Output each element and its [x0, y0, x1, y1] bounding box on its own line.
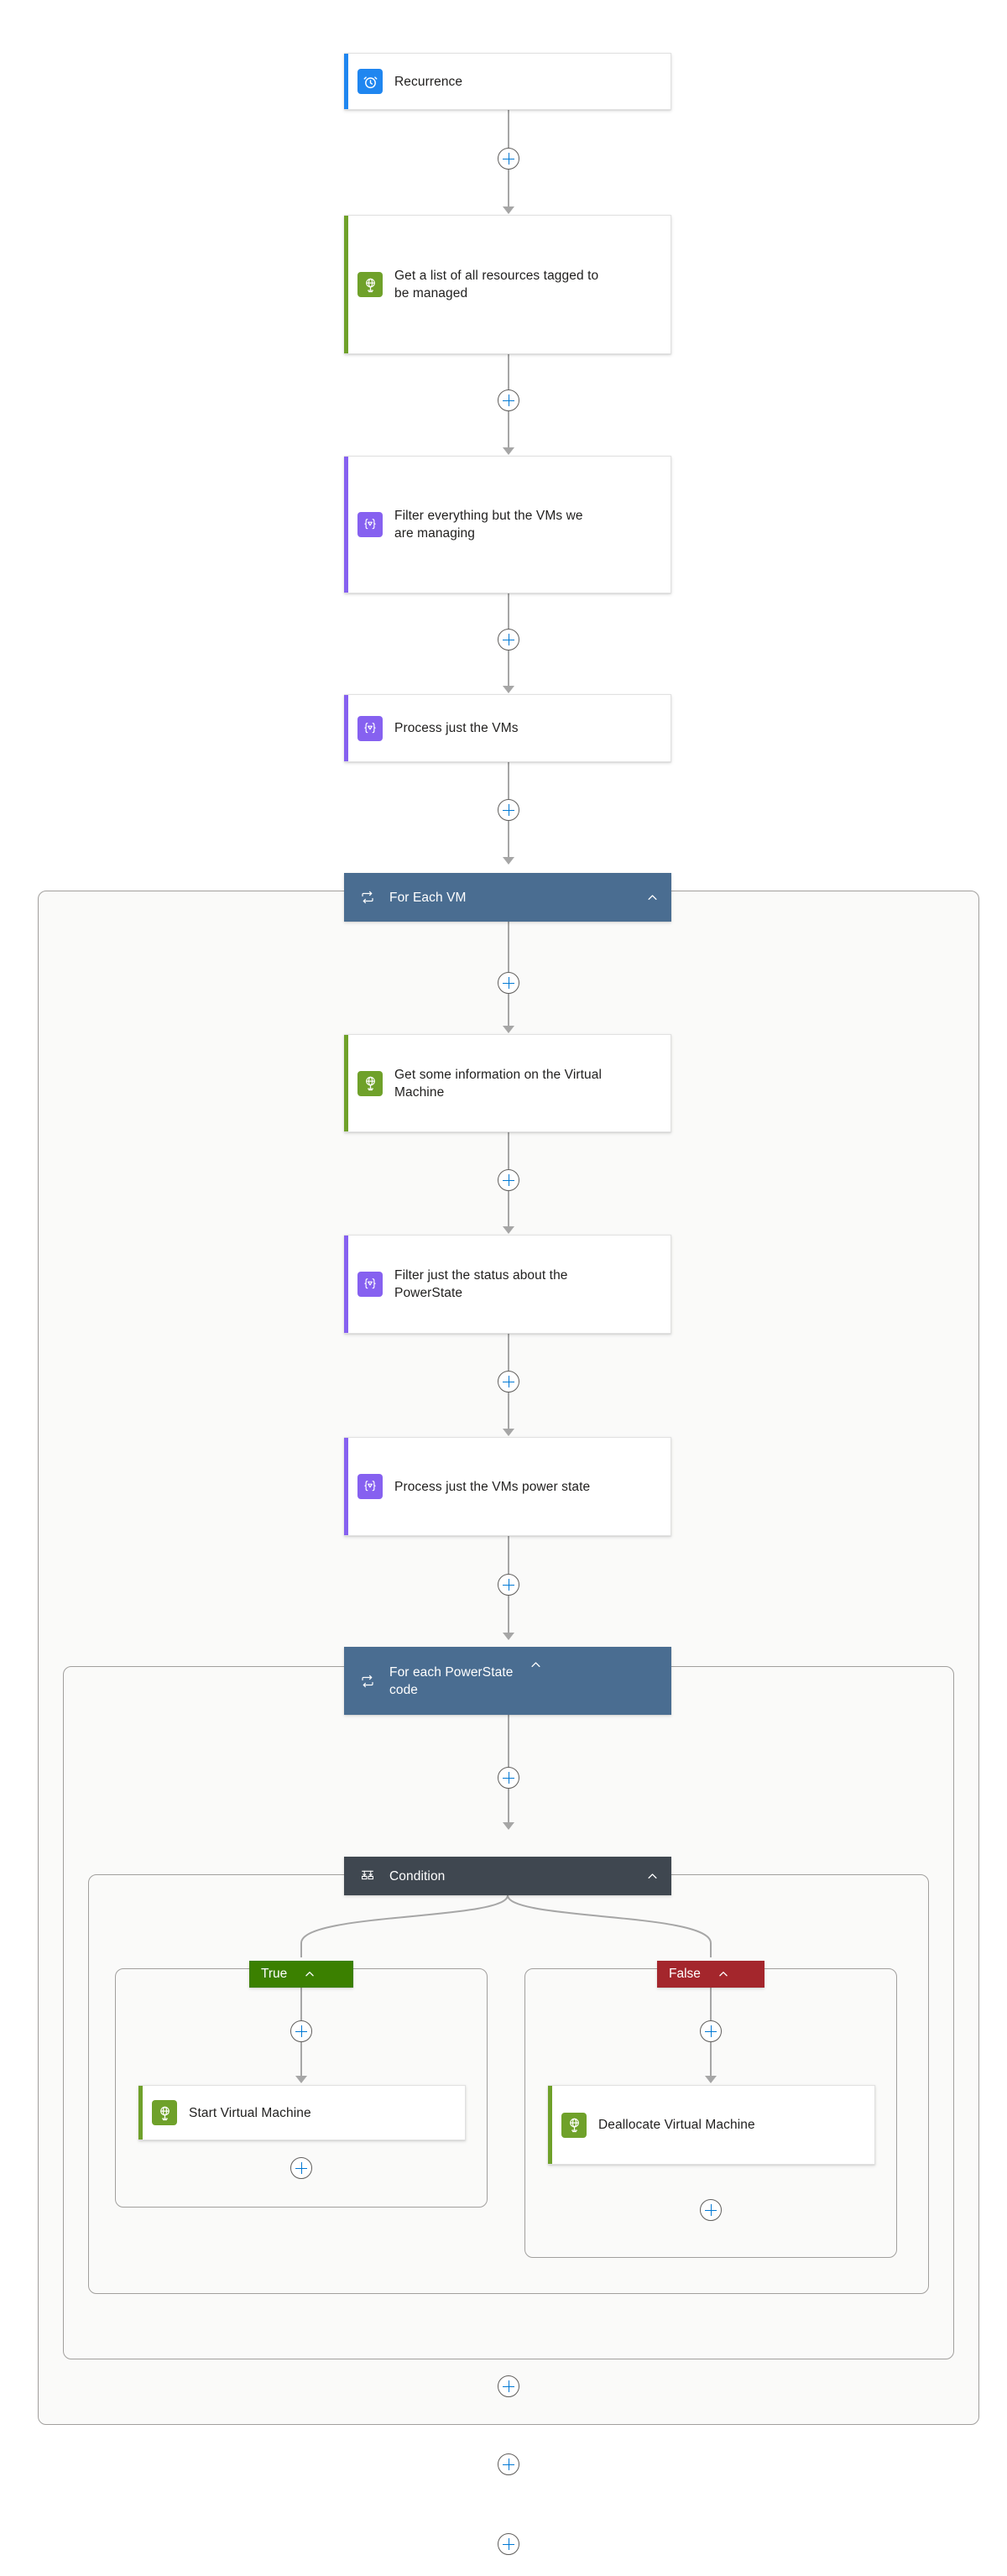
- add-step-button-9[interactable]: [498, 1767, 519, 1789]
- card-accent-bar: [344, 1236, 348, 1333]
- http-globe-icon: [561, 2112, 587, 2138]
- action-card-label: Get some information on the Virtual Mach…: [394, 1067, 603, 1100]
- alarm-clock-icon: [357, 69, 383, 94]
- scope-header-condition[interactable]: Condition: [344, 1857, 671, 1895]
- add-step-button-powerstate-scope-end[interactable]: [498, 2375, 519, 2397]
- scope-header-label: For each PowerState code: [389, 1664, 514, 1697]
- loop-icon: [357, 887, 378, 907]
- action-card-label: Filter everything but the VMs we are man…: [394, 509, 583, 541]
- action-card-label: Recurrence: [394, 74, 463, 89]
- chevron-up-icon[interactable]: [644, 1868, 660, 1884]
- card-accent-bar: [344, 216, 348, 353]
- action-card-filter-powerstate[interactable]: Filter just the status about the PowerSt…: [344, 1235, 671, 1334]
- add-step-button-6[interactable]: [498, 1169, 519, 1191]
- condition-branch-icon: [357, 1866, 378, 1886]
- query-braces-icon: [357, 1474, 383, 1499]
- scope-header-label: Condition: [389, 1868, 446, 1884]
- card-accent-bar: [138, 2086, 143, 2140]
- chevron-up-icon[interactable]: [716, 1967, 731, 1982]
- branch-badge-true[interactable]: True: [249, 1961, 353, 1988]
- card-accent-bar: [344, 1438, 348, 1535]
- scope-header-label: For Each VM: [389, 890, 467, 905]
- action-card-get-vm-info[interactable]: Get some information on the Virtual Mach…: [344, 1034, 671, 1132]
- add-step-button-false-bottom[interactable]: [700, 2199, 722, 2221]
- card-accent-bar: [548, 2086, 552, 2164]
- action-card-label: Start Virtual Machine: [189, 2105, 311, 2120]
- add-step-button-2[interactable]: [498, 389, 519, 411]
- add-step-button-foreachvm-scope-end[interactable]: [498, 2453, 519, 2475]
- add-step-button-7[interactable]: [498, 1371, 519, 1393]
- chevron-up-icon[interactable]: [644, 890, 660, 905]
- card-accent-bar: [344, 54, 348, 109]
- add-step-button-false-top[interactable]: [700, 2020, 722, 2042]
- add-step-button-workflow-end[interactable]: [498, 2533, 519, 2555]
- loop-icon: [357, 1671, 378, 1691]
- action-card-start-vm[interactable]: Start Virtual Machine: [138, 2085, 466, 2140]
- card-accent-bar: [344, 457, 348, 593]
- add-step-button-true-top[interactable]: [290, 2020, 312, 2042]
- chevron-up-icon[interactable]: [528, 1657, 543, 1672]
- action-card-label: Process just the VMs power state: [394, 1479, 591, 1494]
- action-card-filter-vms[interactable]: Filter everything but the VMs we are man…: [344, 456, 671, 593]
- query-braces-icon: [357, 1272, 383, 1297]
- http-globe-icon: [357, 1070, 383, 1096]
- add-step-button-8[interactable]: [498, 1574, 519, 1596]
- action-card-label: Deallocate Virtual Machine: [598, 2118, 755, 2132]
- add-step-button-true-bottom[interactable]: [290, 2157, 312, 2179]
- query-braces-icon: [357, 512, 383, 537]
- action-card-process-vms[interactable]: Process just the VMs: [344, 694, 671, 762]
- branch-badge-false[interactable]: False: [657, 1961, 764, 1988]
- branch-badge-label: True: [261, 1967, 288, 1981]
- action-card-label: Filter just the status about the PowerSt…: [394, 1268, 568, 1300]
- action-card-deallocate-vm[interactable]: Deallocate Virtual Machine: [548, 2085, 875, 2165]
- card-accent-bar: [344, 695, 348, 761]
- card-accent-bar: [344, 1035, 348, 1131]
- add-step-button-3[interactable]: [498, 629, 519, 651]
- add-step-button-4[interactable]: [498, 799, 519, 821]
- branch-badge-label: False: [669, 1967, 701, 1981]
- action-card-process-powerstate[interactable]: Process just the VMs power state: [344, 1437, 671, 1536]
- add-step-button-1[interactable]: [498, 148, 519, 170]
- chevron-up-icon[interactable]: [302, 1967, 317, 1982]
- action-card-label: Get a list of all resources tagged to be…: [394, 269, 599, 300]
- http-globe-icon: [357, 272, 383, 297]
- action-card-get-tagged-resources[interactable]: Get a list of all resources tagged to be…: [344, 215, 671, 354]
- scope-header-for-each-vm[interactable]: For Each VM: [344, 873, 671, 922]
- action-card-recurrence[interactable]: Recurrence: [344, 53, 671, 110]
- add-step-button-5[interactable]: [498, 972, 519, 994]
- scope-header-for-each-powerstate[interactable]: For each PowerState code: [344, 1647, 671, 1715]
- query-braces-icon: [357, 715, 383, 741]
- action-card-label: Process just the VMs: [394, 721, 519, 735]
- http-globe-icon: [152, 2100, 177, 2125]
